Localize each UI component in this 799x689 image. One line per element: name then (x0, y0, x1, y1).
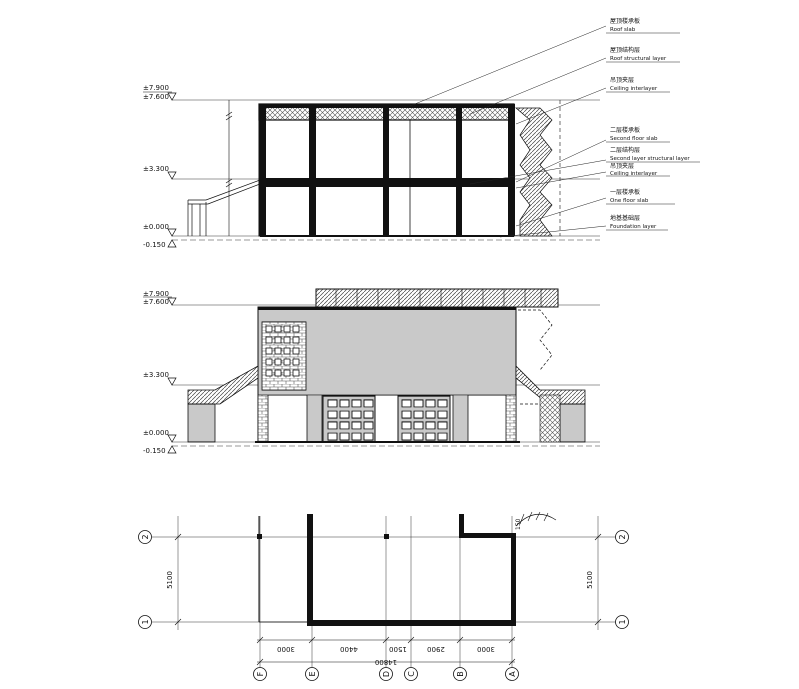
annotation-zh-4: 二层楼承板 (610, 126, 640, 134)
elev-ground-label: ±0.000 (143, 429, 169, 437)
svg-text:E: E (308, 671, 317, 676)
svg-text:1500: 1500 (389, 645, 407, 653)
svg-text:4400: 4400 (340, 645, 358, 653)
grid-bubble-col-d: D (379, 667, 393, 681)
plan-side-dim-right: 5100 (586, 571, 594, 589)
svg-text:A: A (508, 671, 517, 677)
annotation-en-6: Ceiling interlayer (610, 171, 658, 177)
elev-second-label: ±3.300 (143, 371, 169, 379)
grid-bubble-row-1-right: 1 (615, 615, 629, 629)
level-second-label: ±3.300 (143, 165, 169, 173)
svg-text:2: 2 (141, 534, 150, 539)
level-roof-label: ±7.600 (143, 93, 169, 101)
svg-text:3000: 3000 (477, 645, 495, 653)
floor-plan: 150 2 1 2 1 5100 5100 3000 (138, 511, 629, 681)
annotation-en-5: Second layer structural layer (610, 156, 690, 162)
grid-bubble-row-1-left: 1 (138, 615, 152, 629)
section-left-stair (187, 179, 261, 236)
plan-side-dim-left: 5100 (166, 571, 174, 589)
grid-bubble-col-b: B (453, 667, 467, 681)
annotation-zh-8: 地基基础层 (610, 214, 640, 222)
svg-text:1: 1 (141, 619, 150, 624)
section-view: ±7.900 ±7.600 ±3.300 ±0.000 -0.150 (143, 84, 600, 249)
annotation-en-8: Foundation layer (610, 224, 657, 230)
svg-text:1: 1 (618, 619, 627, 624)
elev-outdoor-label: -0.150 (143, 447, 166, 455)
annotation-zh-3: 吊顶夹层 (610, 76, 634, 84)
annotation-en-7: One floor slab (610, 198, 649, 204)
grid-bubble-col-e: E (305, 667, 319, 681)
annotation-callouts: 屋顶楼承板 Roof slab 屋顶结构层 Roof structural la… (409, 17, 700, 238)
grid-bubble-col-c: C (404, 667, 418, 681)
svg-text:F: F (256, 671, 265, 676)
annotation-en-2: Roof structural layer (610, 56, 667, 62)
level-marker-ground: ±0.000 -0.150 (143, 223, 177, 249)
annotation-en-1: Roof slab (610, 27, 636, 33)
level-roof-top-label: ±7.900 (143, 84, 169, 92)
grid-bubble-row-2-left: 2 (138, 530, 152, 544)
elev-right-stair (515, 309, 586, 443)
annotation-zh-6: 吊顶夹层 (610, 162, 634, 170)
annotation-en-3: Ceiling interlayer (610, 86, 658, 92)
svg-text:B: B (456, 671, 465, 677)
garage-door-right (397, 395, 451, 443)
level-marker-roof: ±7.900 ±7.600 (143, 84, 177, 101)
annotation-zh-7: 一层楼承板 (610, 188, 640, 196)
grid-bubble-col-a: A (505, 667, 519, 681)
elev-roof-top-label: ±7.900 (143, 290, 169, 298)
elev-roof-label: ±7.600 (143, 298, 169, 306)
annotation-zh-1: 屋顶楼承板 (610, 17, 640, 25)
annotation-en-4: Second floor slab (610, 136, 658, 142)
svg-text:2: 2 (618, 534, 627, 539)
level-ground-label: ±0.000 (143, 223, 169, 231)
svg-text:3000: 3000 (277, 645, 295, 653)
svg-text:2900: 2900 (427, 645, 445, 653)
plan-overall-dim: 14800 (375, 658, 397, 666)
garage-door-left (322, 395, 376, 443)
level-marker-second: ±3.300 (143, 165, 177, 180)
svg-text:D: D (382, 671, 391, 677)
plan-small-dim: 150 (515, 518, 522, 530)
level-outdoor-label: -0.150 (143, 241, 166, 249)
annotation-zh-2: 屋顶结构层 (610, 46, 640, 54)
section-right-stair (515, 107, 553, 237)
plan-dimension-labels: 3000 4400 1500 2900 3000 14800 (277, 645, 495, 666)
grid-bubble-row-2-right: 2 (615, 530, 629, 544)
grid-bubble-col-f: F (253, 667, 267, 681)
elev-left-stair (187, 365, 259, 443)
svg-text:C: C (407, 671, 416, 677)
elev-level-markers: ±7.900 ±7.600 ±3.300 ±0.000 -0.150 (143, 290, 177, 455)
front-elevation: ±7.900 ±7.600 ±3.300 ±0.000 -0.150 (143, 288, 600, 455)
annotation-zh-5: 二层结构层 (610, 146, 640, 154)
